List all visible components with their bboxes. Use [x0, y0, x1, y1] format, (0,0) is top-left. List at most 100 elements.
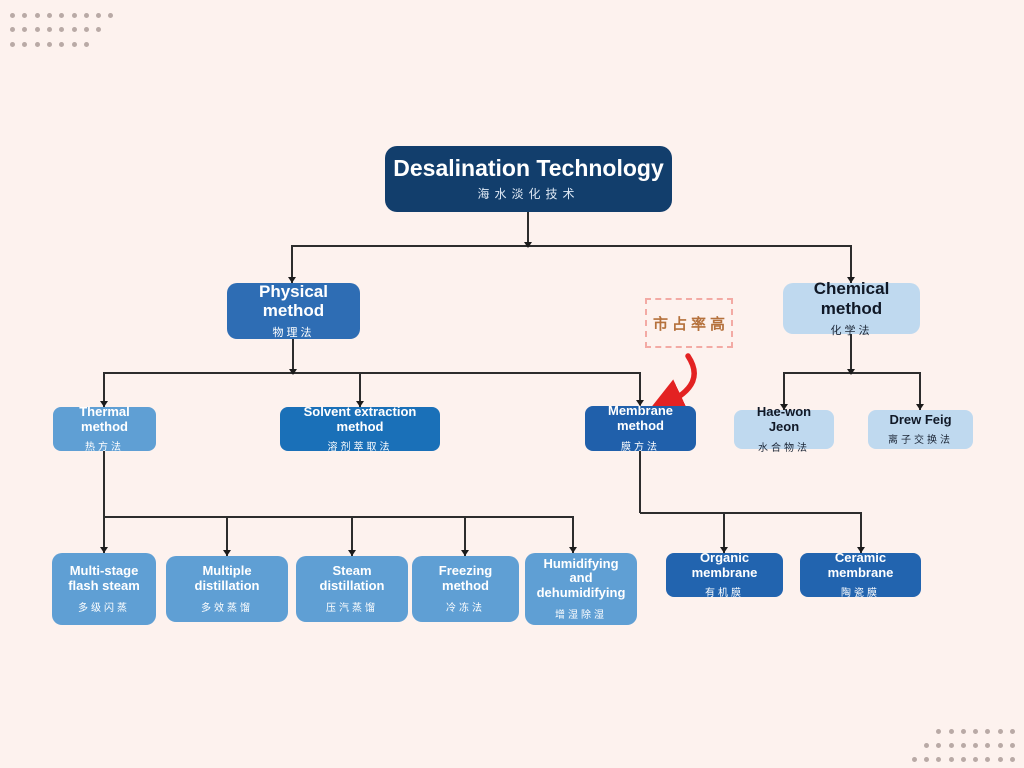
dot-icon — [1010, 742, 1015, 748]
arrowhead-icon — [100, 401, 108, 407]
arrowhead-icon — [461, 550, 469, 556]
connector-to-drew — [919, 372, 921, 410]
arrowhead-icon — [356, 401, 364, 407]
connector-to-organic — [723, 512, 725, 553]
dot-icon — [960, 742, 966, 748]
connector-level1-rail — [292, 245, 851, 247]
dot-icon — [973, 756, 979, 762]
node-freezing-method: Freezing method 冷冻法 — [412, 556, 519, 622]
node-membrane-method: Membrane method 膜方法 — [585, 403, 696, 453]
node-subtitle: 多级闪蒸 — [78, 603, 130, 615]
node-subtitle: 膜方法 — [621, 441, 660, 453]
node-subtitle: 海水淡化技术 — [477, 187, 580, 202]
dot-icon — [96, 27, 102, 33]
node-title: Multi-stage flash steam — [68, 562, 140, 593]
connector-to-multiple — [226, 516, 228, 556]
node-subtitle: 离子交换法 — [888, 435, 953, 447]
dot-icon — [96, 13, 102, 18]
dot-icon — [10, 41, 15, 47]
dot-icon — [83, 13, 89, 18]
node-multiple-distillation: Multiple distillation 多效蒸馏 — [166, 556, 288, 622]
dot-icon — [960, 756, 966, 762]
node-title: Thermal method — [79, 403, 130, 434]
node-title: Membrane method — [607, 403, 674, 433]
node-solvent-extraction-method: Solvent extraction method 溶剂萃取法 — [280, 404, 440, 454]
node-multi-stage-flash-steam: Multi-stage flash steam 多级闪蒸 — [52, 553, 156, 625]
node-steam-distillation: Steam distillation 压汽蒸馏 — [296, 556, 408, 622]
dot-icon — [83, 27, 89, 33]
node-subtitle: 多效蒸馏 — [201, 603, 253, 615]
dot-icon — [46, 27, 52, 33]
node-subtitle: 增湿除湿 — [555, 610, 607, 622]
dot-icon — [83, 41, 89, 47]
dot-icon — [34, 41, 40, 47]
node-title: Physical method — [259, 281, 328, 320]
node-hae-won-jeon: Hae-won Jeon 水合物法 — [734, 405, 834, 454]
dot-icon — [1010, 756, 1015, 762]
dot-icon — [973, 729, 979, 734]
node-desalination-technology: Desalination Technology 海水淡化技术 — [385, 146, 672, 212]
arrowhead-icon — [857, 547, 865, 553]
connector-thermal-rail — [104, 516, 573, 518]
junction-arrow-icon — [289, 369, 297, 375]
node-subtitle: 溶剂萃取法 — [327, 442, 393, 454]
arrowhead-icon — [100, 547, 108, 553]
node-drew-feig: Drew Feig 离子交换法 — [868, 410, 973, 449]
dot-icon — [997, 742, 1003, 748]
node-subtitle: 热方法 — [85, 442, 124, 454]
dot-icon — [34, 13, 40, 18]
dot-icon — [46, 13, 52, 18]
arrowhead-icon — [636, 400, 644, 406]
node-chemical-method: Chemical method 化学法 — [783, 279, 920, 337]
node-ceramic-membrane: Ceramic membrane 陶瓷膜 — [800, 549, 921, 599]
node-title: Freezing method — [438, 562, 493, 593]
connector-to-thermal — [103, 372, 105, 407]
dot-icon — [923, 756, 929, 762]
junction-arrow-icon — [524, 242, 532, 248]
dot-icon — [71, 13, 77, 18]
dot-icon — [911, 756, 917, 762]
connector-chemical-stem — [850, 334, 852, 374]
dot-icon — [936, 756, 942, 762]
connector-to-ceramic — [860, 512, 862, 553]
connector-to-physical — [291, 245, 293, 283]
dot-icon — [71, 41, 77, 47]
connector-to-haewon — [783, 372, 785, 410]
dot-icon — [1010, 729, 1015, 734]
node-subtitle: 有机膜 — [705, 588, 744, 600]
node-organic-membrane: Organic membrane 有机膜 — [666, 550, 783, 600]
dot-icon — [973, 742, 979, 748]
node-title: Steam distillation — [319, 562, 385, 593]
dot-icon — [948, 729, 954, 734]
connector-physical-rail — [104, 372, 640, 374]
connector-to-chemical — [850, 245, 852, 283]
node-title: Multiple distillation — [194, 562, 260, 593]
connector-to-humidify — [572, 516, 574, 553]
connector-to-steam — [351, 516, 353, 556]
connector-membrane-rail — [640, 512, 861, 514]
node-title: Humidifying and dehumidifying — [536, 555, 626, 600]
connector-thermal-stem — [103, 451, 105, 553]
node-title: Desalination Technology — [393, 154, 664, 181]
dot-icon — [34, 27, 40, 33]
dot-icon — [985, 729, 991, 734]
dot-icon — [59, 41, 65, 47]
dot-icon — [10, 13, 15, 18]
connector-to-freezing — [464, 516, 466, 556]
dot-icon — [948, 756, 954, 762]
dot-icon — [22, 27, 28, 33]
dot-icon — [923, 742, 929, 748]
node-thermal-method: Thermal method 热方法 — [53, 403, 156, 454]
dot-icon — [22, 41, 28, 47]
arrowhead-icon — [288, 277, 296, 283]
dot-icon — [22, 13, 28, 18]
connector-physical-stem — [292, 339, 294, 374]
connector-to-solvent — [359, 372, 361, 407]
dot-icon — [960, 729, 966, 734]
node-physical-method: Physical method 物理法 — [227, 281, 360, 339]
dot-icon — [997, 756, 1003, 762]
dot-icon — [997, 729, 1003, 734]
arrowhead-icon — [569, 547, 577, 553]
node-title: Ceramic membrane — [827, 549, 894, 580]
